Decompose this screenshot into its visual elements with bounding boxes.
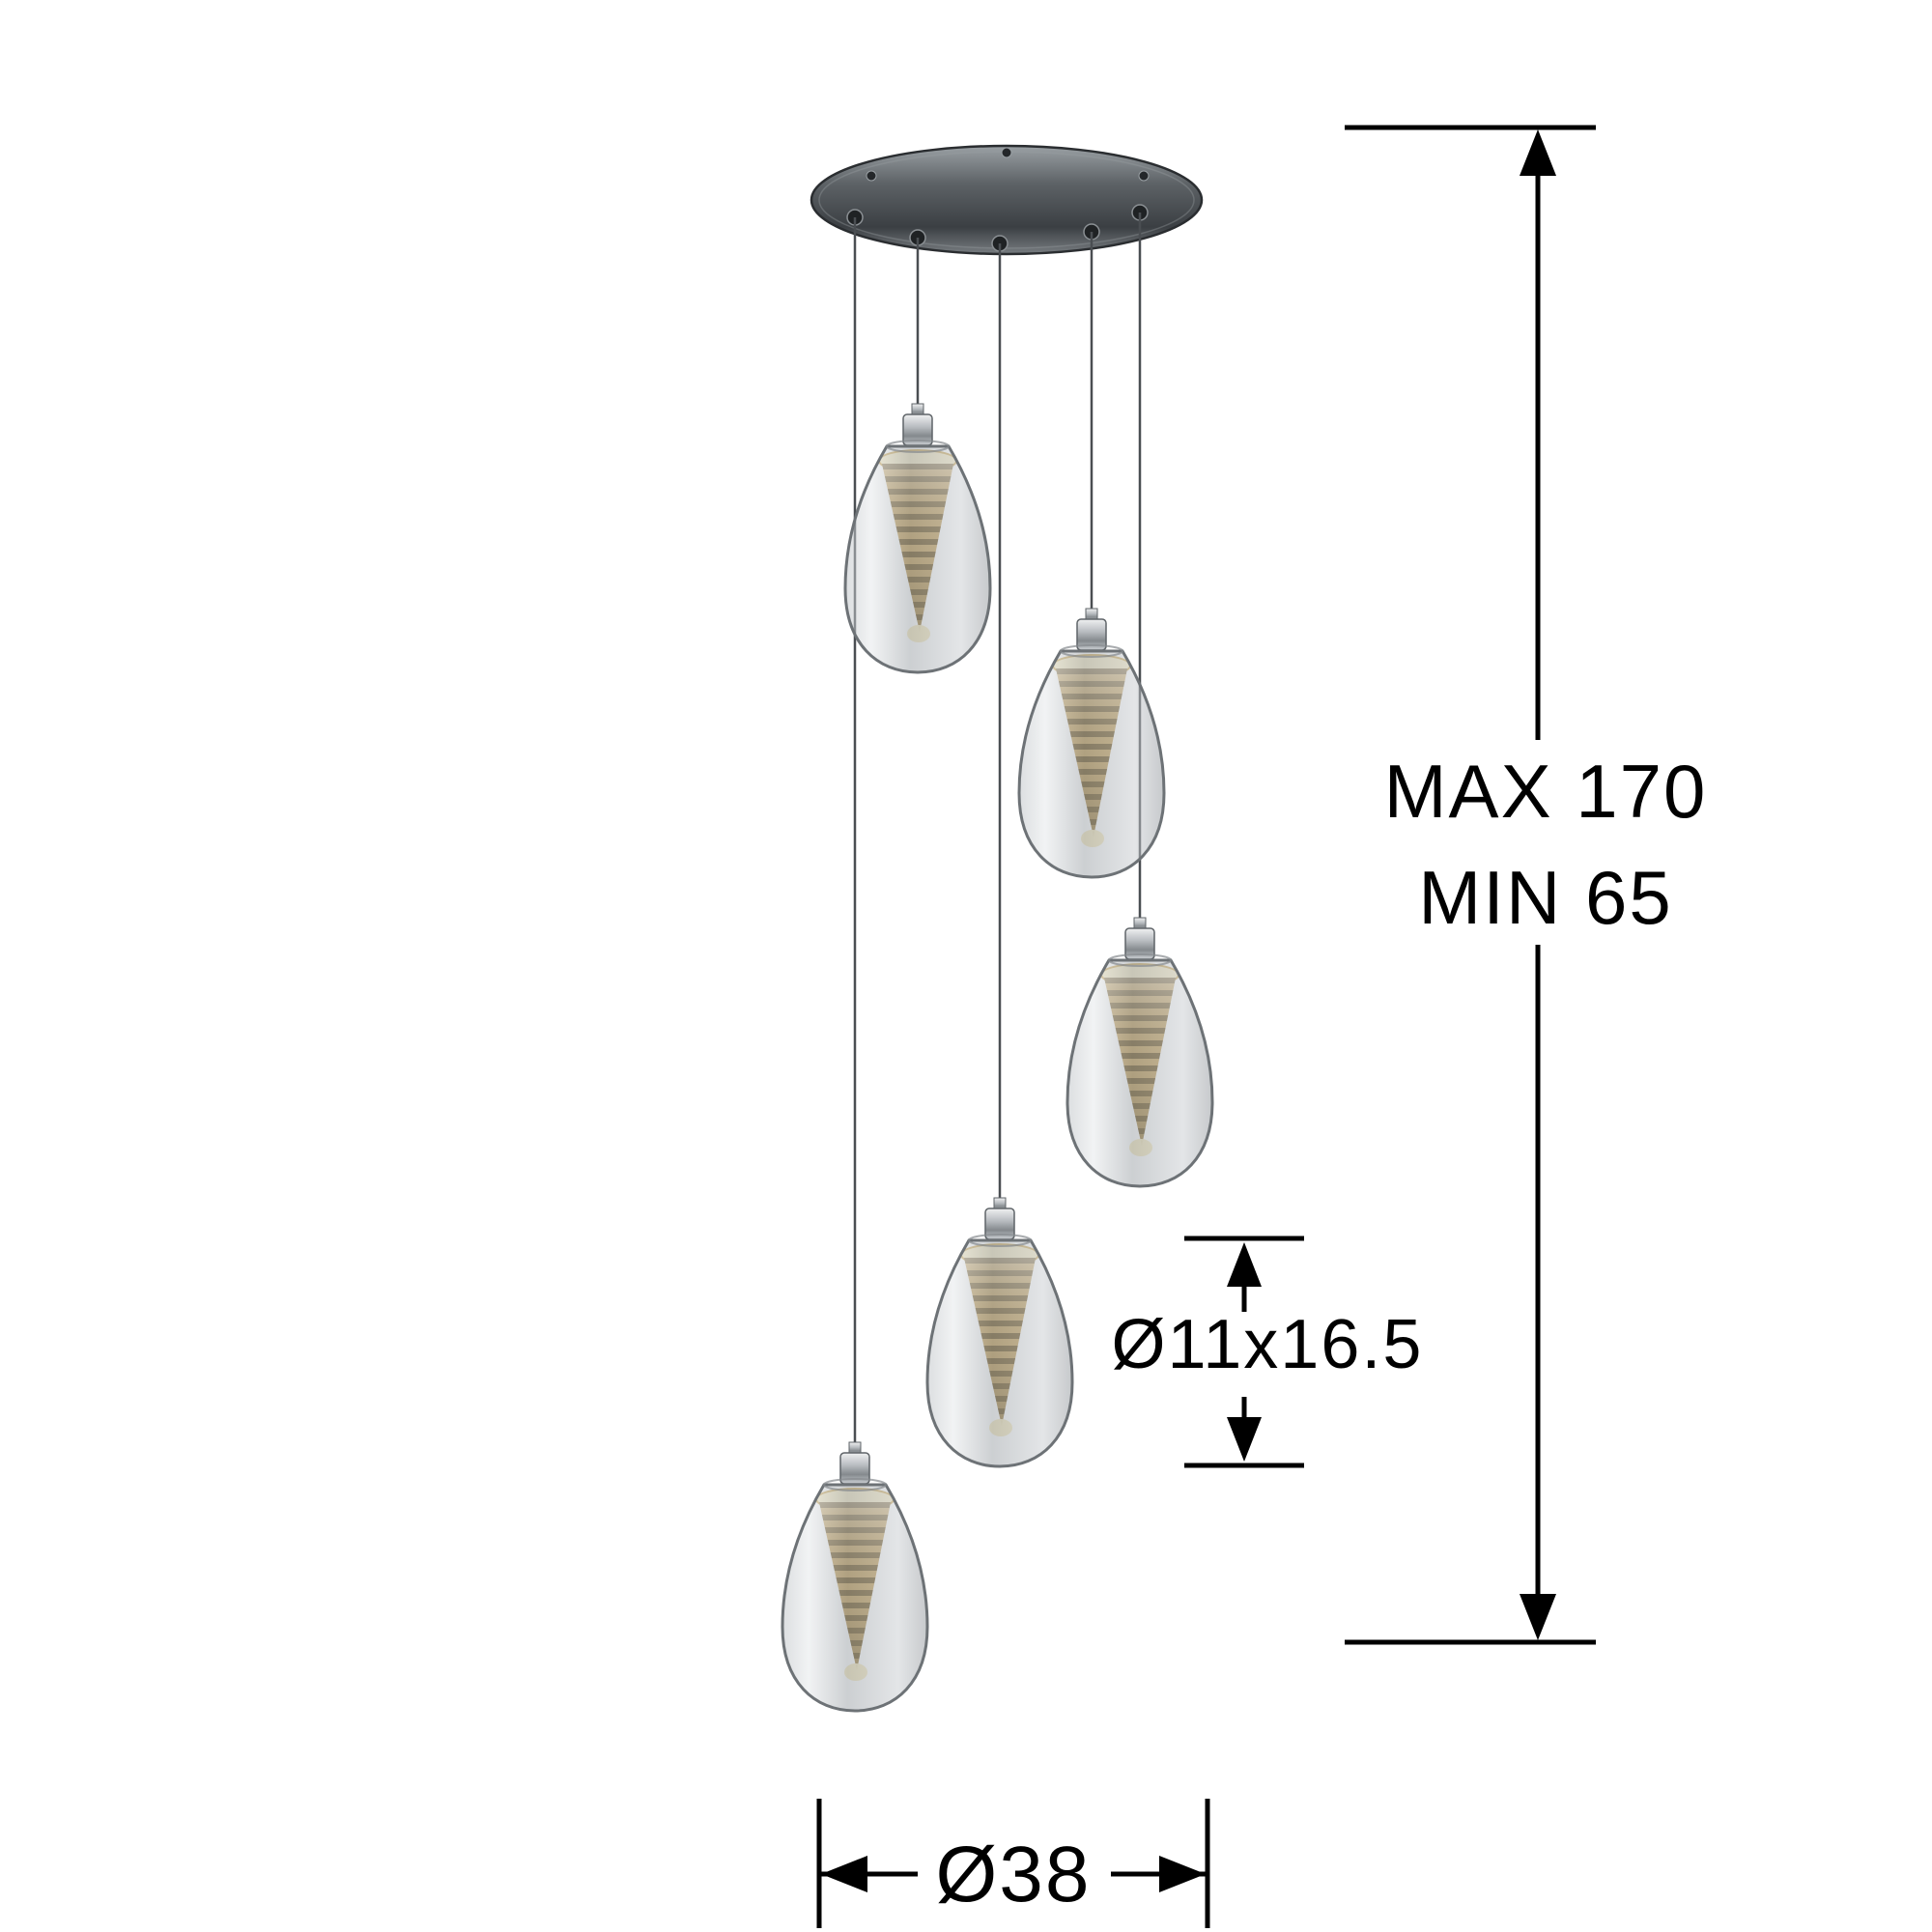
canopy-diameter-label: Ø38 [936,1831,1092,1918]
overall-height-dimension: MAX 170 MIN 65 [1345,125,1731,1645]
pendant-lamp-3 [1065,916,1214,1188]
canopy-screw [1001,147,1012,158]
arrow-down-icon [1227,1417,1262,1462]
arrow-left-icon [821,1856,867,1892]
arrow-up-icon [1520,129,1556,176]
label-background [918,1824,1111,1924]
pendant-lamp-2 [1017,607,1166,879]
shade-size-dimension: Ø11x16.5 [1112,1236,1424,1468]
pendant-lamp-5 [781,1440,929,1713]
label-background [1360,740,1731,945]
pendant-lamp-4 [925,1196,1074,1468]
pendant-lamp-1 [843,402,992,674]
max-height-label: MAX 170 [1384,749,1708,834]
ceiling-canopy [810,144,1204,256]
canopy-screw [1138,170,1150,182]
min-height-label: MIN 65 [1418,855,1672,940]
canopy-diameter-dimension: Ø38 [816,1799,1210,1928]
suspension-cables [853,213,1142,1442]
arrow-up-icon [1227,1242,1262,1287]
canopy-screw [866,170,877,182]
arrow-right-icon [1159,1856,1206,1892]
arrow-down-icon [1520,1594,1556,1640]
shade-size-label: Ø11x16.5 [1112,1306,1424,1383]
pendant-shades [781,402,1214,1713]
